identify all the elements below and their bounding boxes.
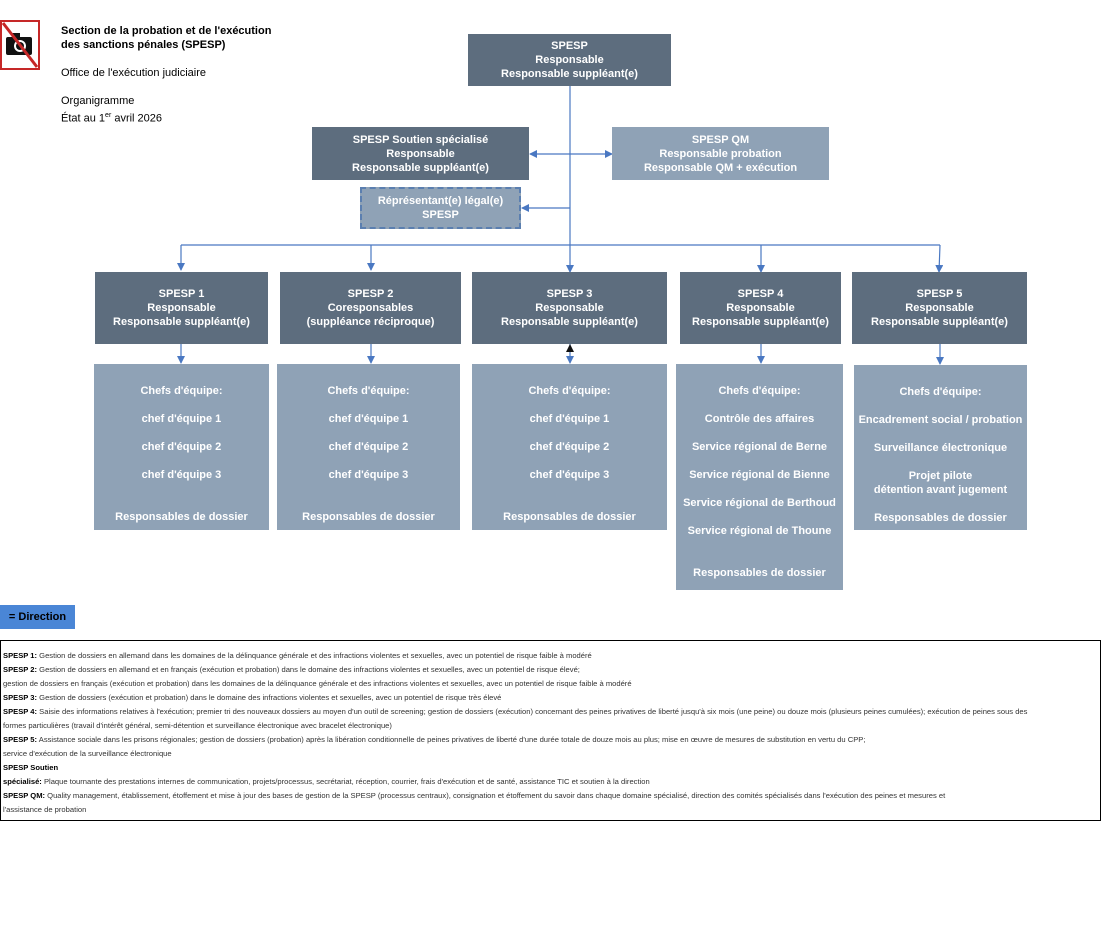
date-line: État au 1er avril 2026 <box>61 109 162 126</box>
team-item: Service régional de Berthoud <box>683 497 836 509</box>
note-line: SPESP Soutien <box>3 763 59 772</box>
soutien-box: SPESP Soutien spécialisé Responsable Res… <box>312 127 529 180</box>
team-item: chef d'équipe 2 <box>328 441 409 453</box>
team-item: Responsables de dossier <box>302 511 435 523</box>
spesp-head-deputy: Responsable suppléant(e) <box>501 68 638 80</box>
unit-title: SPESP 4 <box>737 288 784 300</box>
note-line: SPESP QM: Quality management, établissem… <box>3 791 946 800</box>
team-box-spesp2: Chefs d'équipe: chef d'équipe 1 chef d'é… <box>277 364 460 530</box>
legal-rep-title: Réprésentant(e) légal(e) <box>377 195 504 207</box>
qm-role: Responsable probation <box>659 147 782 160</box>
team-item: Contrôle des affaires <box>704 413 815 425</box>
unit-role: Responsable <box>726 302 795 314</box>
team-box-spesp5: Chefs d'équipe: Encadrement social / pro… <box>854 365 1027 530</box>
team-item: Projet pilote <box>908 470 973 482</box>
team-item: chef d'équipe 1 <box>141 413 222 425</box>
unit-box-spesp2: SPESP 2 Coresponsables (suppléance récip… <box>280 272 461 344</box>
qm-deputy: Responsable QM + exécution <box>643 161 798 174</box>
unit-title: SPESP 1 <box>158 288 205 300</box>
unit-role: Responsable <box>535 302 604 314</box>
team-item: Responsables de dossier <box>693 567 826 579</box>
team-item: chef d'équipe 2 <box>529 441 610 453</box>
organigram-label: Organigramme <box>61 95 135 107</box>
team-heading: Chefs d'équipe: <box>140 385 223 397</box>
team-item: chef d'équipe 2 <box>141 441 222 453</box>
section-title: Section de la probation et de l'exécutio… <box>61 24 271 52</box>
unit-box-spesp4: SPESP 4 Responsable Responsable suppléan… <box>680 272 841 344</box>
team-item: chef d'équipe 3 <box>529 469 610 481</box>
note-line: formes particulières (travail d'intérêt … <box>3 721 392 730</box>
note-line: gestion de dossiers en français (exécuti… <box>3 679 632 688</box>
note-line: SPESP 3: Gestion de dossiers (exécution … <box>3 693 502 702</box>
legal-rep-box: Réprésentant(e) légal(e) SPESP <box>360 187 521 229</box>
note-line: SPESP 1: Gestion de dossiers en allemand… <box>3 651 592 660</box>
note-line: l'assistance de probation <box>3 805 87 814</box>
unit-title: SPESP 3 <box>546 288 593 300</box>
spesp-head-box: SPESP Responsable Responsable suppléant(… <box>468 34 671 86</box>
soutien-deputy: Responsable suppléant(e) <box>352 161 489 174</box>
unit-role: Responsable <box>147 302 216 314</box>
section-title-line2: des sanctions pénales (SPESP) <box>61 39 226 51</box>
connector-lines <box>177 86 944 365</box>
notes-box: SPESP 1: Gestion de dossiers en allemand… <box>0 640 1101 821</box>
team-item: Service régional de Berne <box>691 441 828 453</box>
unit-title: SPESP 2 <box>347 288 394 300</box>
team-item: Service régional de Bienne <box>689 469 830 481</box>
team-item: Encadrement social / probation <box>858 414 1023 426</box>
team-item: chef d'équipe 1 <box>529 413 610 425</box>
legal-rep-sub: SPESP <box>422 209 459 221</box>
unit-deputy: (suppléance réciproque) <box>306 316 435 328</box>
no-camera-icon <box>0 20 40 70</box>
team-item: Service régional de Thoune <box>687 525 832 537</box>
soutien-role: Responsable <box>386 147 455 160</box>
section-title-line1: Section de la probation et de l'exécutio… <box>61 25 272 37</box>
team-item: chef d'équipe 1 <box>328 413 409 425</box>
team-box-spesp4: Chefs d'équipe: Contrôle des affaires Se… <box>676 364 843 590</box>
team-item: Responsables de dossier <box>874 512 1007 524</box>
spesp-head-role: Responsable <box>535 54 604 66</box>
team-item: Responsables de dossier <box>115 511 248 523</box>
date-prefix: État au 1 <box>61 112 106 125</box>
team-item: chef d'équipe 3 <box>141 469 222 481</box>
unit-role: Responsable <box>905 302 974 314</box>
unit-title: SPESP 5 <box>916 288 963 300</box>
soutien-title: SPESP Soutien spécialisé <box>352 133 489 146</box>
unit-deputy: Responsable suppléant(e) <box>113 316 250 328</box>
unit-box-spesp5: SPESP 5 Responsable Responsable suppléan… <box>852 272 1027 344</box>
direction-legend: = Direction <box>0 605 75 629</box>
qm-title: SPESP QM <box>691 133 750 146</box>
team-heading: Chefs d'équipe: <box>528 385 611 397</box>
date-suffix: avril 2026 <box>111 112 163 125</box>
team-box-spesp3: Chefs d'équipe: chef d'équipe 1 chef d'é… <box>472 364 667 530</box>
team-item: Responsables de dossier <box>503 511 636 523</box>
note-line: SPESP 2: Gestion de dossiers en allemand… <box>3 665 580 674</box>
team-item: détention avant jugement <box>873 484 1008 496</box>
note-line: spécialisé: Plaque tournante des prestat… <box>3 777 650 786</box>
unit-deputy: Responsable suppléant(e) <box>501 316 638 328</box>
team-item: Surveillance électronique <box>873 442 1008 454</box>
unit-role: Coresponsables <box>327 302 414 314</box>
spesp-head-title: SPESP <box>551 40 588 52</box>
team-heading: Chefs d'équipe: <box>899 386 982 398</box>
note-line: service d'exécution de la surveillance é… <box>3 749 172 758</box>
office-name: Office de l'exécution judiciaire <box>61 67 206 79</box>
date-sup: er <box>105 112 112 119</box>
team-box-spesp1: Chefs d'équipe: chef d'équipe 1 chef d'é… <box>94 364 269 530</box>
team-item: chef d'équipe 3 <box>328 469 409 481</box>
team-heading: Chefs d'équipe: <box>327 385 410 397</box>
note-line: SPESP 4: Saisie des informations relativ… <box>3 707 1028 716</box>
qm-box: SPESP QM Responsable probation Responsab… <box>612 127 829 180</box>
unit-box-spesp1: SPESP 1 Responsable Responsable suppléan… <box>95 272 268 344</box>
unit-box-spesp3: SPESP 3 Responsable Responsable suppléan… <box>472 272 667 344</box>
unit-deputy: Responsable suppléant(e) <box>692 316 829 328</box>
team-heading: Chefs d'équipe: <box>718 385 801 397</box>
note-line: SPESP 5: Assistance sociale dans les pri… <box>3 735 866 744</box>
unit-deputy: Responsable suppléant(e) <box>871 316 1008 328</box>
